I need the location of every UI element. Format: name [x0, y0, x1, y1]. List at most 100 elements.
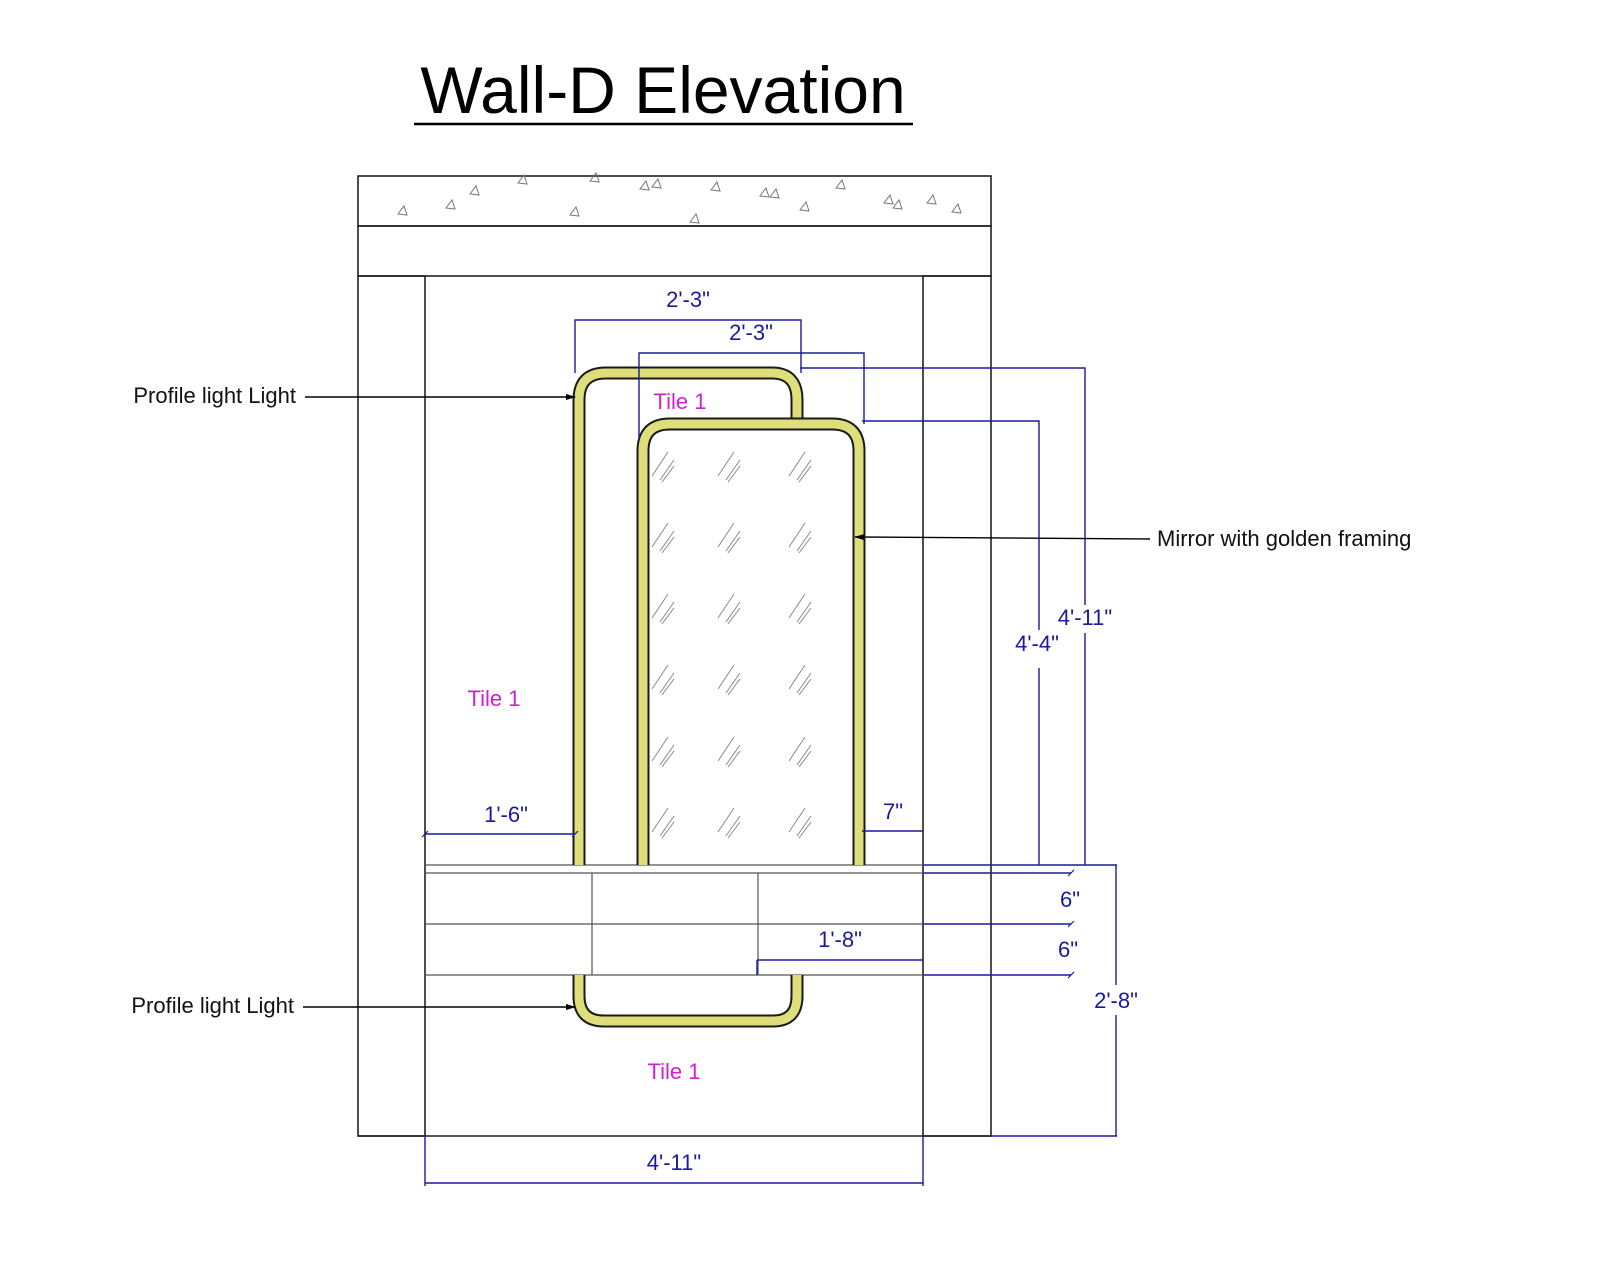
- glass-mark: [725, 459, 741, 481]
- glass-mark: [651, 522, 669, 548]
- dim-light-width: 2'-3": [666, 287, 710, 312]
- glass-mark: [798, 536, 812, 554]
- aggregate-mark: [589, 171, 600, 183]
- glass-mark: [798, 678, 812, 696]
- aggregate-mark: [651, 177, 662, 189]
- concrete-aggregate-icon: [397, 171, 962, 224]
- mirror-frame: [636, 417, 866, 865]
- glass-mark: [727, 607, 741, 625]
- dim-shelf-right-length: 1'-8": [818, 927, 862, 952]
- glass-mark: [727, 750, 741, 768]
- callout-bottom-light: Profile light Light: [131, 993, 294, 1018]
- glass-mark: [651, 736, 669, 762]
- leader-mirror: [854, 534, 1151, 541]
- glass-mark: [727, 821, 741, 839]
- material-tag-top: Tile 1: [654, 389, 707, 414]
- glass-mark: [727, 465, 741, 483]
- aggregate-mark: [517, 173, 528, 185]
- glass-mark: [725, 744, 741, 766]
- aggregate-mark: [639, 179, 650, 191]
- glass-mark: [727, 678, 741, 696]
- counter-shelf: [425, 864, 923, 976]
- aggregate-mark: [799, 200, 810, 212]
- dim-shelf-lower: 6": [1058, 937, 1078, 962]
- concrete-slab: [357, 171, 992, 277]
- dim-shelf-upper: 6": [1060, 887, 1080, 912]
- glass-mark: [796, 459, 812, 481]
- drawing-title: Wall-D Elevation: [420, 53, 905, 127]
- glass-mark: [661, 536, 675, 554]
- glass-mark: [717, 807, 735, 833]
- glass-mark: [798, 750, 812, 768]
- glass-mark: [717, 451, 735, 477]
- dim-mirror-height: 4'-4": [1015, 631, 1059, 656]
- glass-mark: [651, 664, 669, 690]
- glass-mark: [659, 744, 675, 766]
- glass-mark: [725, 672, 741, 694]
- glass-mark: [659, 601, 675, 623]
- dim-mirror-width: 2'-3": [729, 320, 773, 345]
- glass-mark: [788, 664, 806, 690]
- aggregate-mark: [445, 198, 456, 210]
- glass-mark: [661, 465, 675, 483]
- dim-lower-zone-height: 2'-8": [1094, 988, 1138, 1013]
- right-wall: [922, 275, 992, 1137]
- dim-left-offset: 1'-6": [484, 802, 528, 827]
- glass-mark: [788, 522, 806, 548]
- glass-mark: [661, 750, 675, 768]
- glass-mark: [798, 607, 812, 625]
- aggregate-mark: [469, 184, 480, 196]
- glass-mark: [798, 821, 812, 839]
- aggregate-mark: [892, 198, 903, 210]
- aggregate-mark: [835, 178, 846, 190]
- glass-mark: [651, 593, 669, 619]
- glass-mark: [659, 672, 675, 694]
- glass-mark: [796, 530, 812, 552]
- glass-mark: [788, 593, 806, 619]
- callout-mirror: Mirror with golden framing: [1157, 526, 1411, 551]
- aggregate-mark: [951, 202, 962, 214]
- callout-top-light: Profile light Light: [133, 383, 296, 408]
- aggregate-mark: [689, 212, 700, 224]
- glass-mark: [796, 815, 812, 837]
- glass-mark: [661, 821, 675, 839]
- glass-mark: [659, 530, 675, 552]
- glass-mark: [651, 807, 669, 833]
- aggregate-mark: [769, 187, 780, 199]
- aggregate-mark: [710, 180, 721, 192]
- glass-mark: [796, 601, 812, 623]
- aggregate-mark: [759, 186, 770, 198]
- glass-mark: [659, 459, 675, 481]
- glass-mark: [661, 678, 675, 696]
- dim-overall-width: 4'-11": [647, 1150, 701, 1175]
- aggregate-mark: [397, 204, 408, 216]
- glass-mark: [651, 451, 669, 477]
- glass-mark: [788, 807, 806, 833]
- glass-mark: [717, 664, 735, 690]
- glass-mark: [717, 736, 735, 762]
- glass-mark: [725, 530, 741, 552]
- aggregate-mark: [926, 193, 937, 205]
- glass-mark: [717, 593, 735, 619]
- dim-light-height: 4'-11": [1058, 605, 1112, 630]
- dim-right-offset: 7": [883, 799, 903, 824]
- glass-mark: [659, 815, 675, 837]
- glass-mark: [798, 465, 812, 483]
- lower-profile-light: [572, 975, 804, 1028]
- dimension-lines: [421, 319, 1117, 1186]
- upper-profile-light: [572, 366, 804, 865]
- glass-mark: [717, 522, 735, 548]
- glass-mark: [796, 744, 812, 766]
- aggregate-mark: [569, 205, 580, 217]
- glass-mark: [725, 601, 741, 623]
- glass-mark: [788, 736, 806, 762]
- glass-mark: [788, 451, 806, 477]
- glass-mark: [661, 607, 675, 625]
- material-tag-left: Tile 1: [468, 686, 521, 711]
- mirror-glass-hatch: [651, 451, 812, 839]
- aggregate-mark: [883, 193, 894, 205]
- glass-mark: [727, 536, 741, 554]
- glass-mark: [796, 672, 812, 694]
- material-tag-bottom: Tile 1: [648, 1059, 701, 1084]
